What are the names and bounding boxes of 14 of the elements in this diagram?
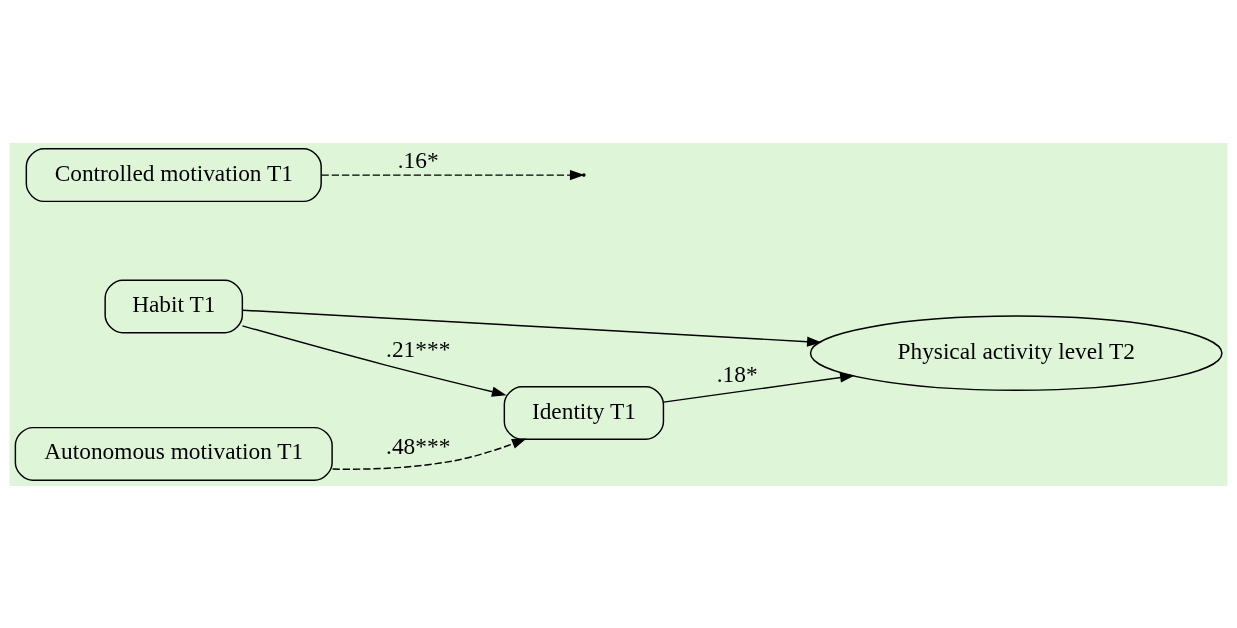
node-ellipse: Physical activity level T2 (809, 314, 1223, 391)
node-box: Controlled motivation T1 (25, 147, 322, 202)
node-box: Habit T1 (104, 278, 244, 333)
edge-label: .16* (397, 146, 439, 173)
edge-label: .48*** (386, 432, 451, 459)
node-box: Identity T1 (503, 385, 665, 440)
edge-label: .18* (716, 360, 758, 387)
arrow (331, 438, 527, 470)
arrow (320, 169, 585, 180)
arrow (662, 371, 855, 403)
node-box: Autonomous motivation T1 (14, 426, 333, 481)
edge-label: .21*** (386, 335, 451, 362)
arrow (241, 308, 822, 347)
arrow (241, 324, 507, 397)
